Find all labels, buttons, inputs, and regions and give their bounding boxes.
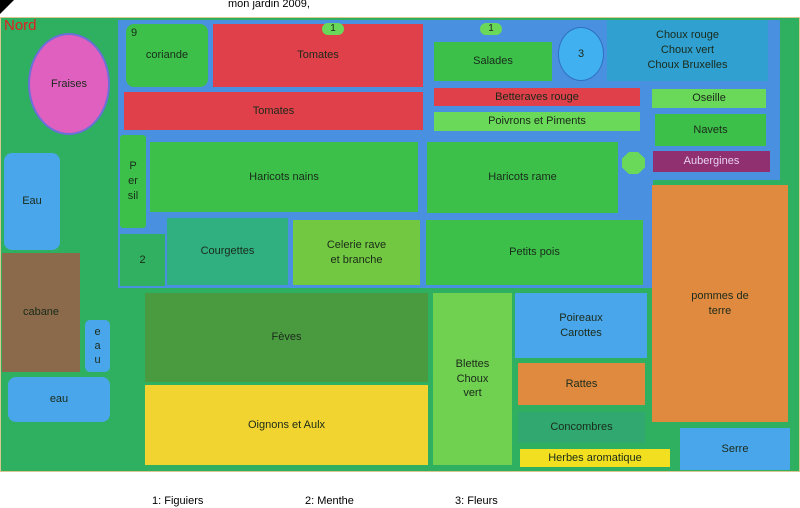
bed-celerie: Celerie rave et branche: [293, 220, 420, 285]
bed-courgettes: Courgettes: [167, 218, 288, 285]
bed-oseille: Oseille: [652, 89, 766, 108]
bed-blettes: Blettes Choux vert: [433, 293, 512, 465]
menthe-marker-2: 2: [120, 234, 165, 286]
bed-poireaux: Poireaux Carottes: [515, 293, 647, 358]
cabane: cabane: [2, 253, 80, 372]
bed-aubergines: Aubergines: [653, 151, 770, 172]
legend-item: 3: Fleurs: [455, 495, 498, 507]
bed-concombres: Concombres: [518, 412, 645, 443]
water-eau-2: eau: [8, 377, 110, 422]
bed-salades: Salades: [434, 42, 552, 81]
bed-haricots-nains: Haricots nains: [150, 142, 418, 212]
bed-coriande: coriande 9: [126, 24, 208, 87]
bed-haricots-rame: Haricots rame: [427, 142, 618, 213]
bed-feves: Fèves: [145, 293, 428, 382]
serre: Serre: [680, 428, 790, 470]
fleurs-marker-3: 3: [558, 27, 604, 81]
bed-choux: Choux rouge Choux vert Choux Bruxelles: [607, 20, 768, 81]
number-9: 9: [131, 27, 138, 39]
bed-oignons: Oignons et Aulx: [145, 385, 428, 465]
figuier-marker-2: 1: [480, 23, 502, 35]
bed-tomates-1: Tomates: [213, 24, 423, 87]
bed-pommes-de-terre: pommes de terre: [652, 185, 788, 422]
legend-item: 1: Figuiers: [152, 495, 204, 507]
bed-persil: P er sil: [120, 135, 146, 228]
water-eau: Eau: [4, 153, 60, 250]
figuier-marker-1: 1: [322, 23, 344, 35]
octagon-marker: [622, 152, 645, 174]
water-eau-small: e a u: [85, 320, 110, 372]
bed-poivrons: Poivrons et Piments: [434, 112, 640, 131]
bed-rattes: Rattes: [518, 363, 645, 405]
north-label: Nord: [4, 17, 37, 34]
bed-navets: Navets: [655, 114, 766, 146]
bed-herbes: Herbes aromatique: [520, 449, 670, 467]
legend-item: 2: Menthe: [305, 495, 354, 507]
page-title: mon jardin 2009,: [228, 0, 310, 10]
bed-fraises: Fraises: [28, 33, 110, 135]
bed-betteraves: Betteraves rouge: [434, 88, 640, 106]
bed-tomates-2: Tomates: [124, 92, 423, 130]
bed-label: coriande: [145, 49, 189, 62]
bed-petits-pois: Petits pois: [426, 220, 643, 285]
corner-mark: [0, 0, 14, 14]
